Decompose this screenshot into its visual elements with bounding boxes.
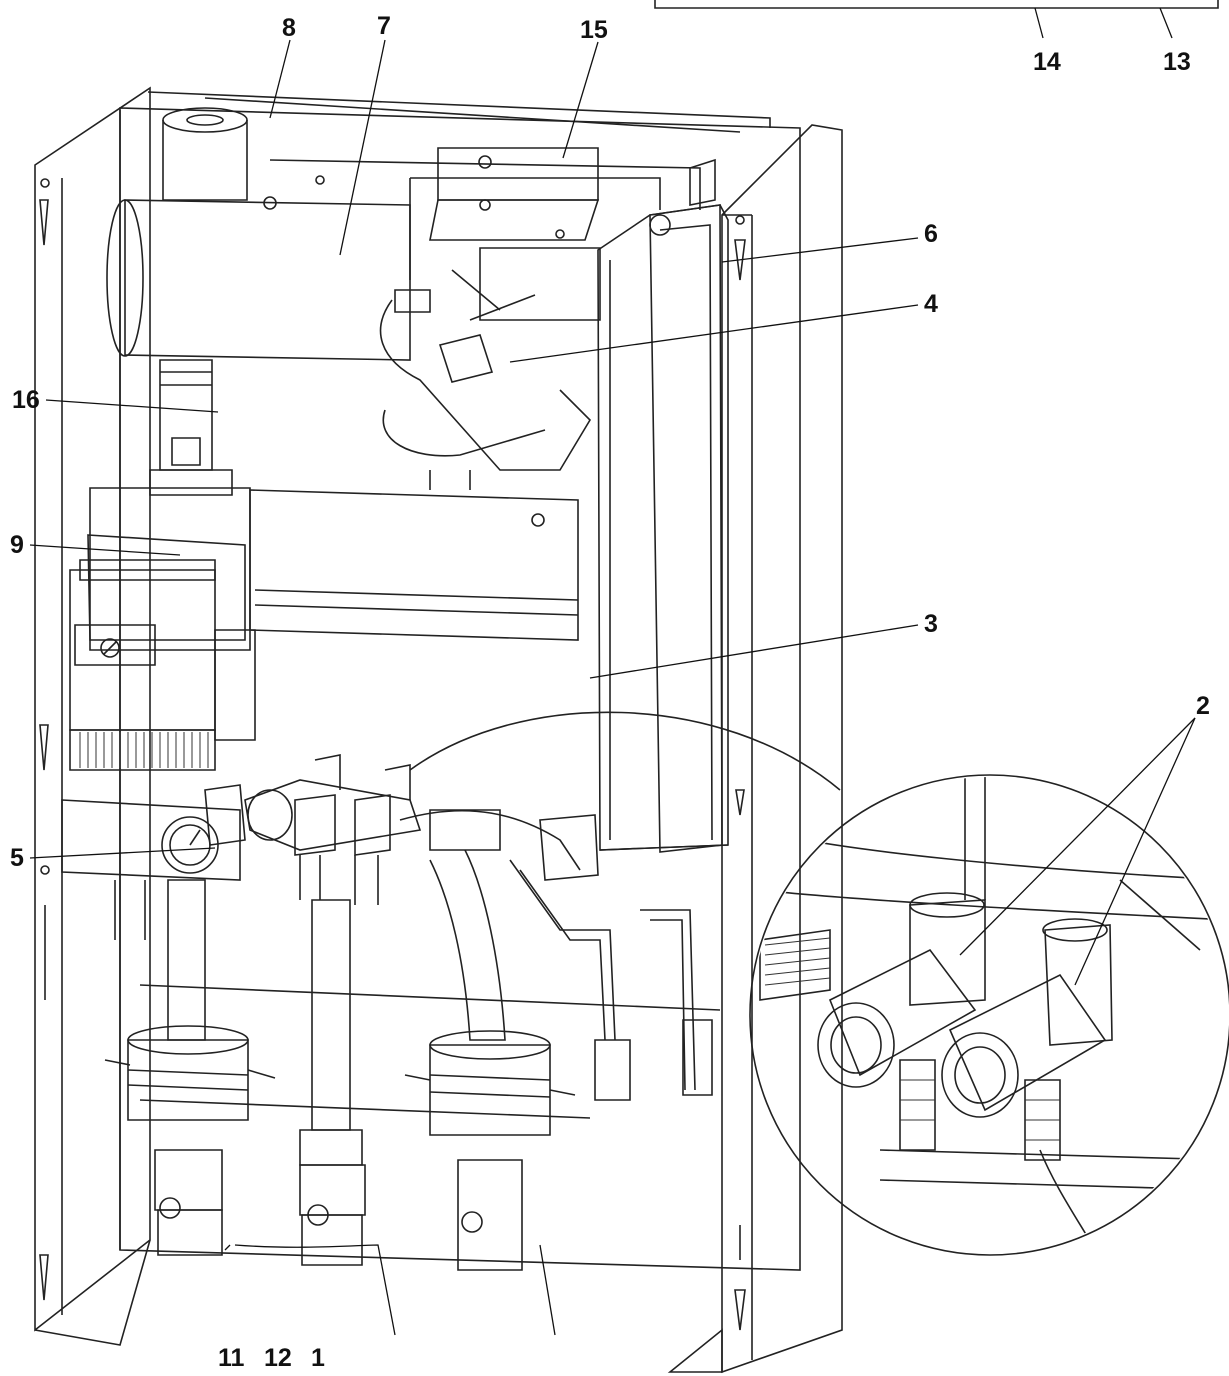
flow-pipe-sensor (149, 359, 233, 496)
callout-6: 6 (924, 220, 938, 248)
heat-exchanger-cylinder (106, 159, 701, 361)
callout-9: 9 (10, 531, 24, 559)
callout-4: 4 (924, 290, 938, 318)
inset-box-fragment (654, 0, 1219, 39)
callout-13: 13 (1163, 48, 1191, 76)
safety-valve-pipework (379, 247, 601, 490)
casing-frame (34, 86, 843, 1374)
callout-15: 15 (580, 16, 608, 44)
callout-16: 16 (12, 386, 40, 414)
detail-inset (749, 774, 1229, 1256)
callout-12: 12 (264, 1344, 292, 1372)
callout-5: 5 (10, 844, 24, 872)
air-vent-cap (162, 107, 248, 201)
callout-labels: 8 7 15 14 13 6 4 16 9 3 2 5 11 12 1 (10, 12, 1210, 1372)
leader-lines (29, 39, 1196, 1336)
magnifier-arc (409, 711, 841, 791)
manifold-gauge-bracket (61, 784, 246, 940)
hydraulic-manifold (244, 754, 599, 905)
callout-11: 11 (218, 1344, 245, 1372)
callout-14: 14 (1033, 48, 1061, 76)
callout-2: 2 (1196, 692, 1210, 720)
expansion-vessel (597, 158, 729, 853)
gas-valve-assembly (69, 487, 579, 771)
callout-1: 1 (311, 1344, 325, 1372)
callout-3: 3 (924, 610, 938, 638)
pressure-switch (409, 147, 661, 280)
callout-8: 8 (282, 14, 296, 42)
isolating-valves (104, 1025, 576, 1271)
callout-7: 7 (377, 12, 391, 40)
